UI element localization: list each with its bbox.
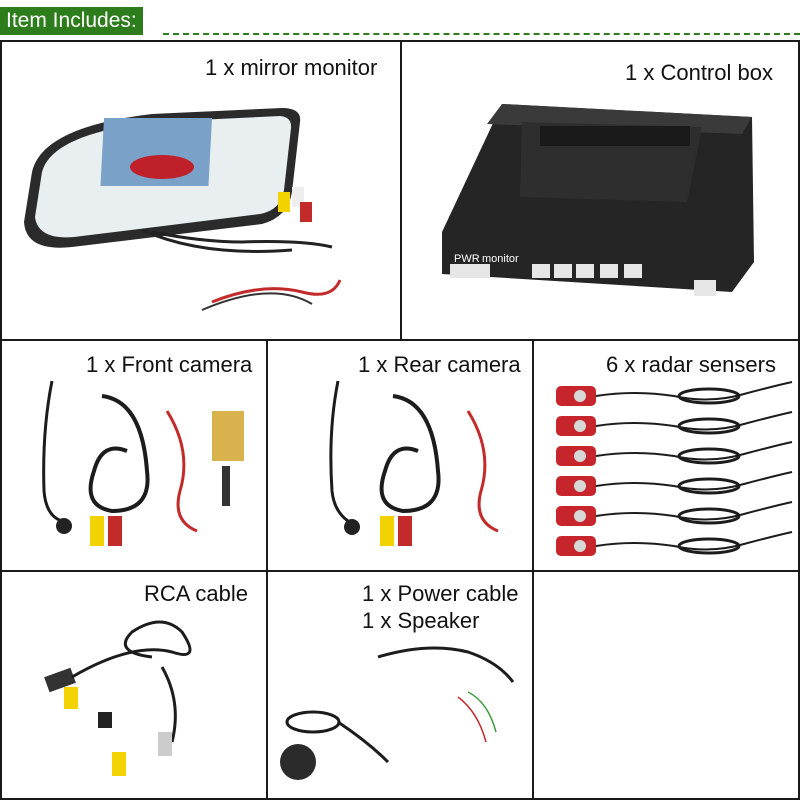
- radar-sensor: [556, 501, 793, 526]
- front-camera-image: [42, 380, 244, 546]
- radar-sensor: [556, 471, 793, 496]
- header-title: Item Includes:: [0, 7, 143, 35]
- item-caption: 1 x Rear camera: [358, 352, 521, 377]
- item-caption: 1 x mirror monitor: [205, 55, 378, 80]
- item-caption: RCA cable: [144, 581, 248, 606]
- item-caption: 1 x Front camera: [86, 352, 253, 377]
- radar-sensor: [556, 441, 793, 466]
- item-caption: 1 x Power cable: [362, 581, 519, 606]
- power-speaker-image: [280, 646, 515, 780]
- item-caption-2: 1 x Speaker: [362, 608, 480, 633]
- item-cell-mirror-monitor: 1 x mirror monitor: [0, 40, 402, 341]
- radar-sensor: [556, 411, 793, 436]
- item-cell-radar-sensors: 6 x radar sensers: [532, 339, 800, 572]
- rear-camera-image: [329, 380, 499, 546]
- radar-sensors-image: [556, 381, 793, 556]
- item-cell-rear-camera: 1 x Rear camera: [266, 339, 534, 572]
- section-header: Item Includes:: [0, 0, 800, 40]
- radar-sensor: [556, 531, 793, 556]
- item-cell-empty: [532, 570, 800, 800]
- item-caption: 6 x radar sensers: [606, 352, 776, 377]
- item-caption: 1 x Control box: [625, 60, 773, 85]
- port-label-pwr: PWR: [454, 253, 480, 265]
- item-cell-front-camera: 1 x Front camera: [0, 339, 268, 572]
- radar-sensor: [556, 381, 793, 406]
- item-cell-rca-cable: RCA cable: [0, 570, 268, 800]
- item-cell-power-speaker: 1 x Power cable 1 x Speaker: [266, 570, 534, 800]
- control-box-image: PWR monitor: [442, 104, 754, 296]
- rca-cable-image: [44, 620, 192, 776]
- mirror-monitor-image: [24, 108, 342, 311]
- item-cell-control-box: 1 x Control box PWR monitor: [400, 40, 800, 341]
- header-divider: [163, 33, 800, 35]
- port-label-monitor: monitor: [482, 253, 519, 265]
